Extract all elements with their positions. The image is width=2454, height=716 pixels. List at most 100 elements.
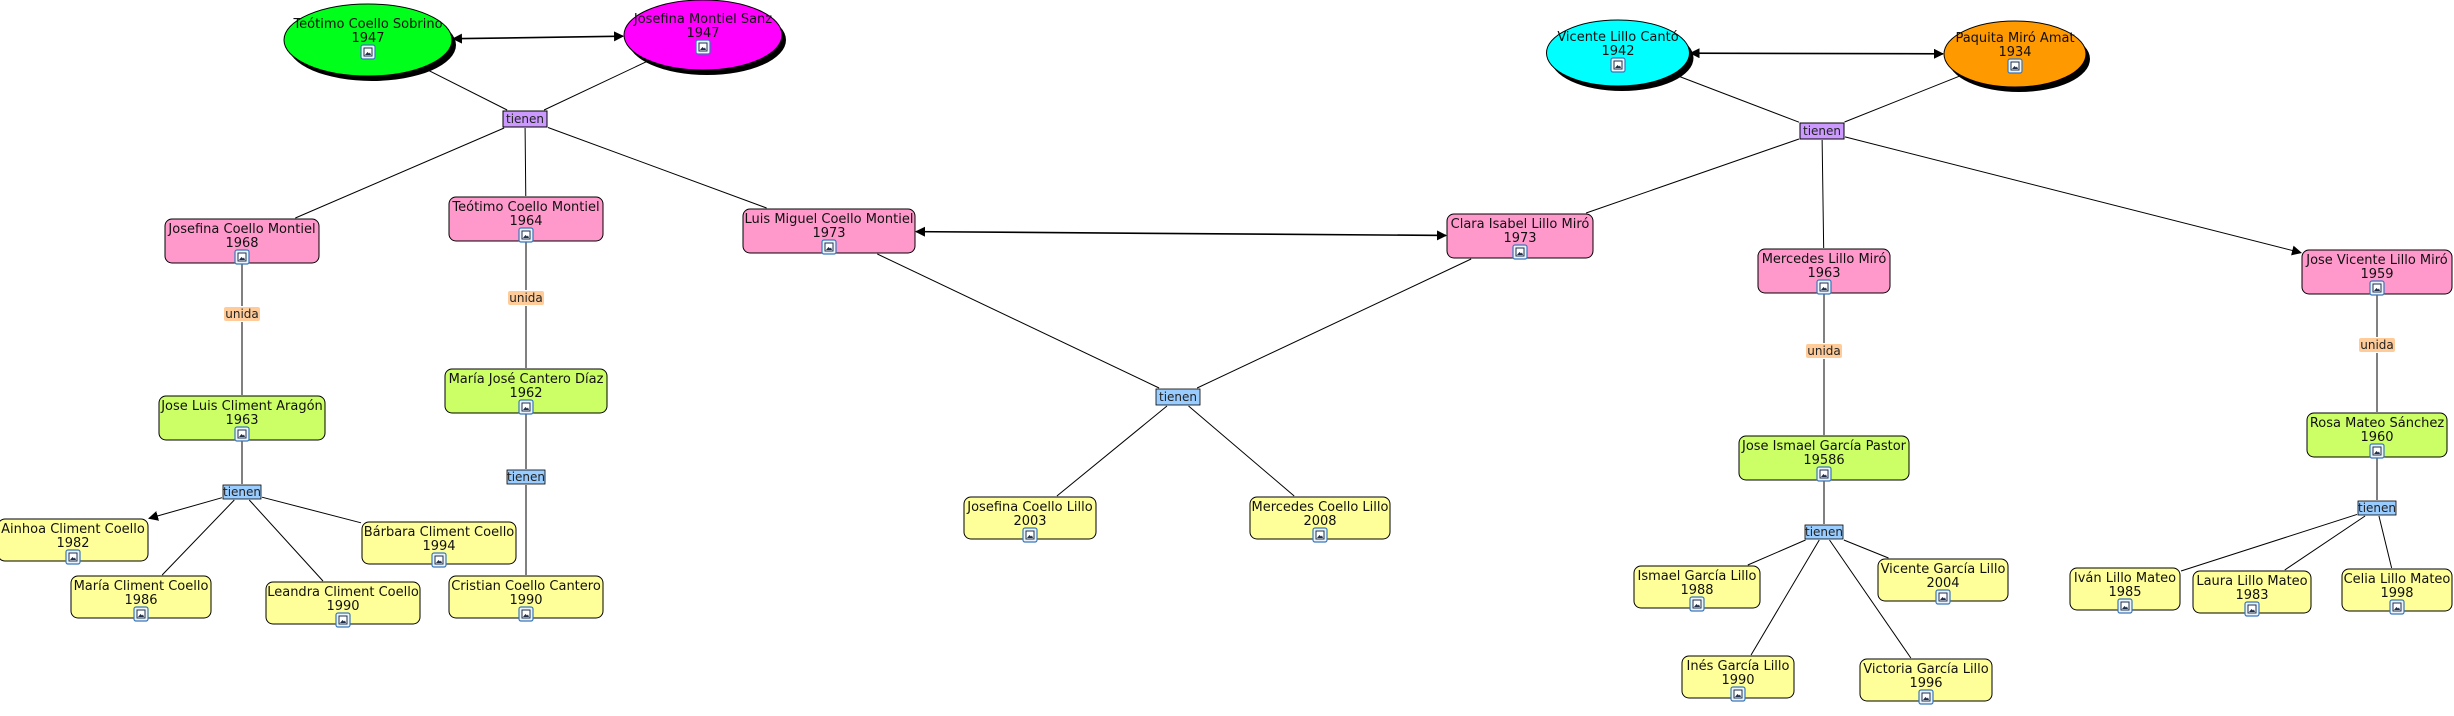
birth-year: 1985 [2108,585,2141,600]
relationship-arrow-luis-clara [915,226,1447,241]
photo-icon[interactable] [2117,598,2133,614]
photo-icon[interactable] [2369,280,2385,296]
photo-icon[interactable] [518,606,534,622]
photo-icon[interactable] [2244,601,2260,617]
birth-year: 1959 [2360,267,2393,282]
photo-icon[interactable] [821,239,837,255]
photo-icon[interactable] [1730,686,1746,702]
person-name: Jose Ismael García Pastor [1741,439,1907,454]
link-label-tienen-tienen-cantero: tienen [506,469,546,485]
photo-icon[interactable] [518,227,534,243]
person-name: María José Cantero Díaz [449,372,604,387]
person-name: Josefina Montiel Sanz [633,12,772,27]
person-name: Mercedes Coello Lillo [1252,500,1389,515]
photo-icon[interactable] [234,249,250,265]
person-name: Jose Vicente Lillo Miró [2305,253,2448,268]
link-label-text: unida [509,291,543,305]
person-name: Luis Miguel Coello Montiel [745,212,914,227]
link-label-text: tienen [507,470,545,484]
link-label-tienen-tienen-coello: tienen [502,110,548,128]
connection-line-teotimo_sr-tienen_coello [423,67,508,111]
photo-icon[interactable] [65,549,81,565]
photo-icon[interactable] [1689,596,1705,612]
photo-icon[interactable] [1816,466,1832,482]
person-name: Paquita Miró Amat [1955,31,2074,46]
person-name: Vicente García Lillo [1881,562,2006,577]
person-name: Teótimo Coello Montiel [451,200,599,215]
connection-line-paquita-tienen_lillo [1844,75,1961,123]
link-label-text: unida [225,307,259,321]
photo-icon[interactable] [1918,689,1934,705]
person-name: Ismael García Lillo [1638,569,1757,584]
link-label-tienen-tienen-mateo: tienen [2357,500,2397,516]
photo-icon[interactable] [2389,599,2405,615]
photo-icon[interactable] [1610,57,1626,73]
connection-line-tienen_mateo-ivan [2180,513,2358,572]
photo-icon[interactable] [1022,527,1038,543]
birth-year: 1983 [2235,588,2268,603]
birth-year: 1962 [509,386,542,401]
photo-icon[interactable] [2007,58,2023,74]
link-label-unida-unida-josefina: unida [224,307,260,321]
birth-year: 1947 [351,31,384,46]
birth-year: 1990 [509,593,542,608]
photo-icon[interactable] [335,612,351,628]
connection-line-tienen_coello-josefina_cm [295,127,505,219]
birth-year: 1964 [509,214,542,229]
person-name: Iván Lillo Mateo [2074,571,2176,586]
photo-icon[interactable] [695,39,711,55]
node-shape [1943,20,2087,88]
photo-icon[interactable] [1512,244,1528,260]
photo-icon[interactable] [2369,443,2385,459]
connection-line-tienen_climent-ainhoa [148,497,223,521]
photo-icon[interactable] [518,399,534,415]
connection-line-clara-tienen_luisclara [1196,258,1472,389]
connection-line-tienen_climent-leandra [248,499,324,582]
photo-icon[interactable] [1312,527,1328,543]
person-name: Vicente Lillo Cantó [1557,30,1678,45]
person-name: Teótimo Coello Sobrino [292,17,442,32]
photo-icon[interactable] [133,606,149,622]
photo-icon[interactable] [1816,279,1832,295]
connection-line-tienen_climent-barbara [261,496,362,524]
photo-icon[interactable] [431,552,447,568]
birth-year: 2008 [1303,514,1336,529]
birth-year: 2004 [1926,576,1959,591]
photo-icon[interactable] [360,44,376,60]
photo-icon[interactable] [234,426,250,442]
connection-line-tienen_coello-luis [547,127,767,209]
birth-year: 1982 [56,536,89,551]
photo-icon[interactable] [1935,589,1951,605]
birth-year: 1963 [1807,266,1840,281]
